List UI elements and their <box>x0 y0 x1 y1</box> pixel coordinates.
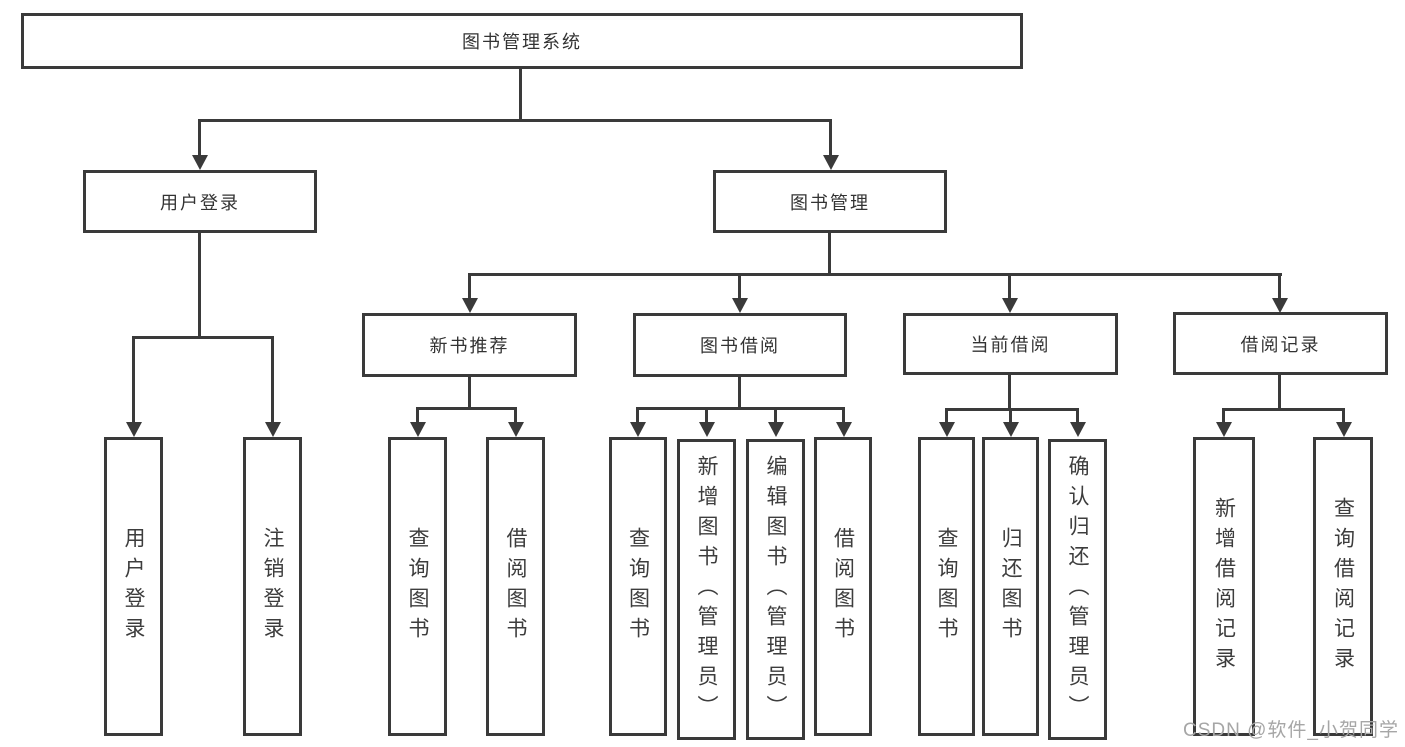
leaf-borrow-books-recommend: 借阅图书 <box>486 437 545 736</box>
leaf-add-books-admin: 新增图书（管理员） <box>677 439 736 740</box>
arrow-down-icon <box>1272 298 1288 313</box>
arrow-down-icon <box>192 155 208 170</box>
arrow-down-icon <box>732 298 748 313</box>
connector-line <box>198 119 201 157</box>
node-label: 查询图书 <box>935 526 958 647</box>
node-label: 新增图书（管理员） <box>695 454 718 725</box>
arrow-down-icon <box>508 422 524 437</box>
leaf-logout: 注销登录 <box>243 437 302 736</box>
connector-line <box>945 408 1079 411</box>
connector-line <box>198 119 832 122</box>
leaf-return-books: 归还图书 <box>982 437 1039 736</box>
arrow-down-icon <box>768 422 784 437</box>
leaf-edit-books-admin: 编辑图书（管理员） <box>746 439 805 740</box>
node-label: 图书借阅 <box>700 336 780 356</box>
leaf-add-borrow-record: 新增借阅记录 <box>1193 437 1255 736</box>
connector-line <box>1342 408 1345 424</box>
arrow-down-icon <box>630 422 646 437</box>
arrow-down-icon <box>265 422 281 437</box>
arrow-down-icon <box>1216 422 1232 437</box>
connector-line <box>1222 408 1345 411</box>
node-label: 查询图书 <box>626 526 650 647</box>
arrow-down-icon <box>1003 422 1019 437</box>
connector-line <box>1076 408 1079 424</box>
node-label: 图书管理 <box>790 192 870 213</box>
connector-line <box>416 407 419 424</box>
connector-line <box>132 336 135 423</box>
connector-line <box>1222 408 1225 424</box>
connector-line <box>636 407 639 424</box>
arrow-down-icon <box>1070 422 1086 437</box>
leaf-query-books-borrowing: 查询图书 <box>609 437 667 736</box>
node-label: 归还图书 <box>999 526 1022 647</box>
connector-line <box>945 408 948 424</box>
arrow-down-icon <box>1336 422 1352 437</box>
arrow-down-icon <box>462 298 478 313</box>
leaf-user-login: 用户登录 <box>104 437 163 736</box>
node-label: 编辑图书（管理员） <box>764 454 787 725</box>
connector-line <box>738 377 741 407</box>
node-book-management: 图书管理 <box>713 170 947 233</box>
node-label: 当前借阅 <box>970 335 1051 355</box>
node-new-book-recommend: 新书推荐 <box>362 313 577 377</box>
leaf-borrow-books: 借阅图书 <box>814 437 872 736</box>
connector-line <box>1008 273 1011 301</box>
arrow-down-icon <box>939 422 955 437</box>
arrow-down-icon <box>126 422 142 437</box>
node-user-login: 用户登录 <box>83 170 317 233</box>
connector-line <box>1008 375 1011 408</box>
node-label: 借阅图书 <box>831 526 855 647</box>
connector-line <box>1009 408 1012 424</box>
arrow-down-icon <box>823 155 839 170</box>
connector-line <box>271 336 274 423</box>
arrow-down-icon <box>699 422 715 437</box>
node-label: 图书管理系统 <box>462 32 582 52</box>
node-label: 查询借阅记录 <box>1331 496 1355 677</box>
node-label: 新增借阅记录 <box>1212 496 1236 677</box>
connector-line <box>468 273 1282 276</box>
node-borrowing-records: 借阅记录 <box>1173 312 1388 375</box>
node-library-management-system: 图书管理系统 <box>21 13 1023 69</box>
connector-line <box>738 273 741 301</box>
node-current-borrowing: 当前借阅 <box>903 313 1118 375</box>
node-label: 注销登录 <box>261 526 284 647</box>
arrow-down-icon <box>410 422 426 437</box>
connector-line <box>774 407 777 424</box>
node-label: 用户登录 <box>122 526 145 647</box>
node-label: 用户登录 <box>160 192 240 213</box>
connector-line <box>468 273 471 301</box>
connector-line <box>514 407 517 424</box>
leaf-query-books-current: 查询图书 <box>918 437 975 736</box>
node-book-borrowing: 图书借阅 <box>633 313 847 377</box>
connector-line <box>519 69 522 119</box>
connector-line <box>829 119 832 157</box>
connector-line <box>1278 273 1281 301</box>
leaf-query-borrow-record: 查询借阅记录 <box>1313 437 1373 736</box>
arrow-down-icon <box>836 422 852 437</box>
connector-line <box>828 233 831 273</box>
connector-line <box>842 407 845 424</box>
connector-line <box>705 407 708 424</box>
node-label: 借阅记录 <box>1240 334 1321 355</box>
leaf-confirm-return-admin: 确认归还（管理员） <box>1048 439 1107 740</box>
node-label: 确认归还（管理员） <box>1066 454 1089 725</box>
connector-line <box>1278 375 1281 408</box>
arrow-down-icon <box>1002 298 1018 313</box>
node-label: 查询图书 <box>406 526 429 647</box>
leaf-query-books-recommend: 查询图书 <box>388 437 447 736</box>
connector-line <box>132 336 274 339</box>
node-label: 新书推荐 <box>429 336 510 356</box>
connector-line <box>468 377 471 407</box>
connector-line <box>636 407 845 410</box>
connector-line <box>416 407 517 410</box>
node-label: 借阅图书 <box>504 526 527 647</box>
csdn-watermark: CSDN @软件_小贺同学 <box>1183 720 1399 741</box>
connector-line <box>198 233 201 339</box>
